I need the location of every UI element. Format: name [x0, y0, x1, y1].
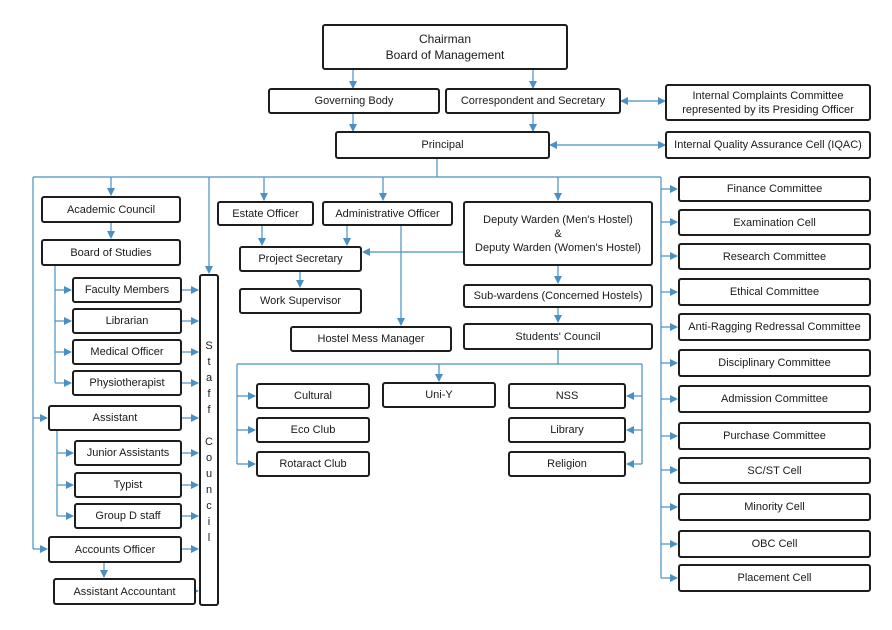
hostel-mess-manager-box: Hostel Mess Manager — [290, 326, 452, 352]
governing-body-box: Governing Body — [268, 88, 440, 114]
staff-council-letter: C — [205, 436, 213, 448]
obc-cell-box: OBC Cell — [678, 530, 871, 558]
uni-y-box: Uni-Y — [382, 382, 496, 408]
staff-council-letter: u — [205, 468, 213, 480]
work-supervisor-box: Work Supervisor — [239, 288, 362, 314]
medical-officer-box: Medical Officer — [72, 339, 182, 365]
librarian-box: Librarian — [72, 308, 182, 334]
physiotherapist-box: Physiotherapist — [72, 370, 182, 396]
sc-st-cell-box: SC/ST Cell — [678, 457, 871, 484]
admission-committee-box: Admission Committee — [678, 385, 871, 413]
project-secretary-box: Project Secretary — [239, 246, 362, 272]
typist-box: Typist — [74, 472, 182, 498]
staff-council-letter: c — [206, 500, 212, 512]
staff-council-letter: o — [205, 452, 213, 464]
academic-council-box: Academic Council — [41, 196, 181, 223]
principal-box: Principal — [335, 131, 550, 159]
junior-assistants-box: Junior Assistants — [74, 440, 182, 466]
faculty-members-box: Faculty Members — [72, 277, 182, 303]
rotaract-club-box: Rotaract Club — [256, 451, 370, 477]
icc-box: Internal Complaints Committee represente… — [665, 84, 871, 121]
board-of-studies-box: Board of Studies — [41, 239, 181, 266]
cultural-box: Cultural — [256, 383, 370, 409]
staff-council-letter: l — [207, 532, 211, 544]
research-committee-box: Research Committee — [678, 243, 871, 270]
group-d-staff-box: Group D staff — [74, 503, 182, 529]
ethical-committee-box: Ethical Committee — [678, 278, 871, 306]
purchase-committee-box: Purchase Committee — [678, 422, 871, 450]
staff-council-letter: i — [207, 516, 211, 528]
library-box: Library — [508, 417, 626, 443]
staff-council-letter: a — [205, 372, 213, 384]
religion-box: Religion — [508, 451, 626, 477]
assistant-accountant-box: Assistant Accountant — [53, 578, 196, 605]
students-council-box: Students' Council — [463, 323, 653, 350]
correspondent-box: Correspondent and Secretary — [445, 88, 621, 114]
disciplinary-committee-box: Disciplinary Committee — [678, 349, 871, 377]
finance-committee-box: Finance Committee — [678, 176, 871, 202]
staff-council-letter: S — [205, 340, 213, 352]
nss-box: NSS — [508, 383, 626, 409]
accounts-officer-box: Accounts Officer — [48, 536, 182, 563]
minority-cell-box: Minority Cell — [678, 493, 871, 521]
staff-council-box: S t a f f C o u n c i l — [199, 274, 219, 606]
iqac-box: Internal Quality Assurance Cell (IQAC) — [665, 131, 871, 159]
administrative-officer-box: Administrative Officer — [322, 201, 453, 226]
anti-ragging-committee-box: Anti-Ragging Redressal Committee — [678, 313, 871, 341]
estate-officer-box: Estate Officer — [217, 201, 314, 226]
chairman-box: Chairman Board of Management — [322, 24, 568, 70]
placement-cell-box: Placement Cell — [678, 564, 871, 592]
sub-wardens-box: Sub-wardens (Concerned Hostels) — [463, 284, 653, 308]
examination-cell-box: Examination Cell — [678, 209, 871, 236]
staff-council-letter: f — [207, 404, 211, 416]
deputy-warden-box: Deputy Warden (Men's Hostel) & Deputy Wa… — [463, 201, 653, 266]
assistant-box: Assistant — [48, 405, 182, 431]
staff-council-letter: n — [205, 484, 213, 496]
eco-club-box: Eco Club — [256, 417, 370, 443]
staff-council-letter: f — [207, 388, 211, 400]
staff-council-letter: t — [207, 356, 211, 368]
